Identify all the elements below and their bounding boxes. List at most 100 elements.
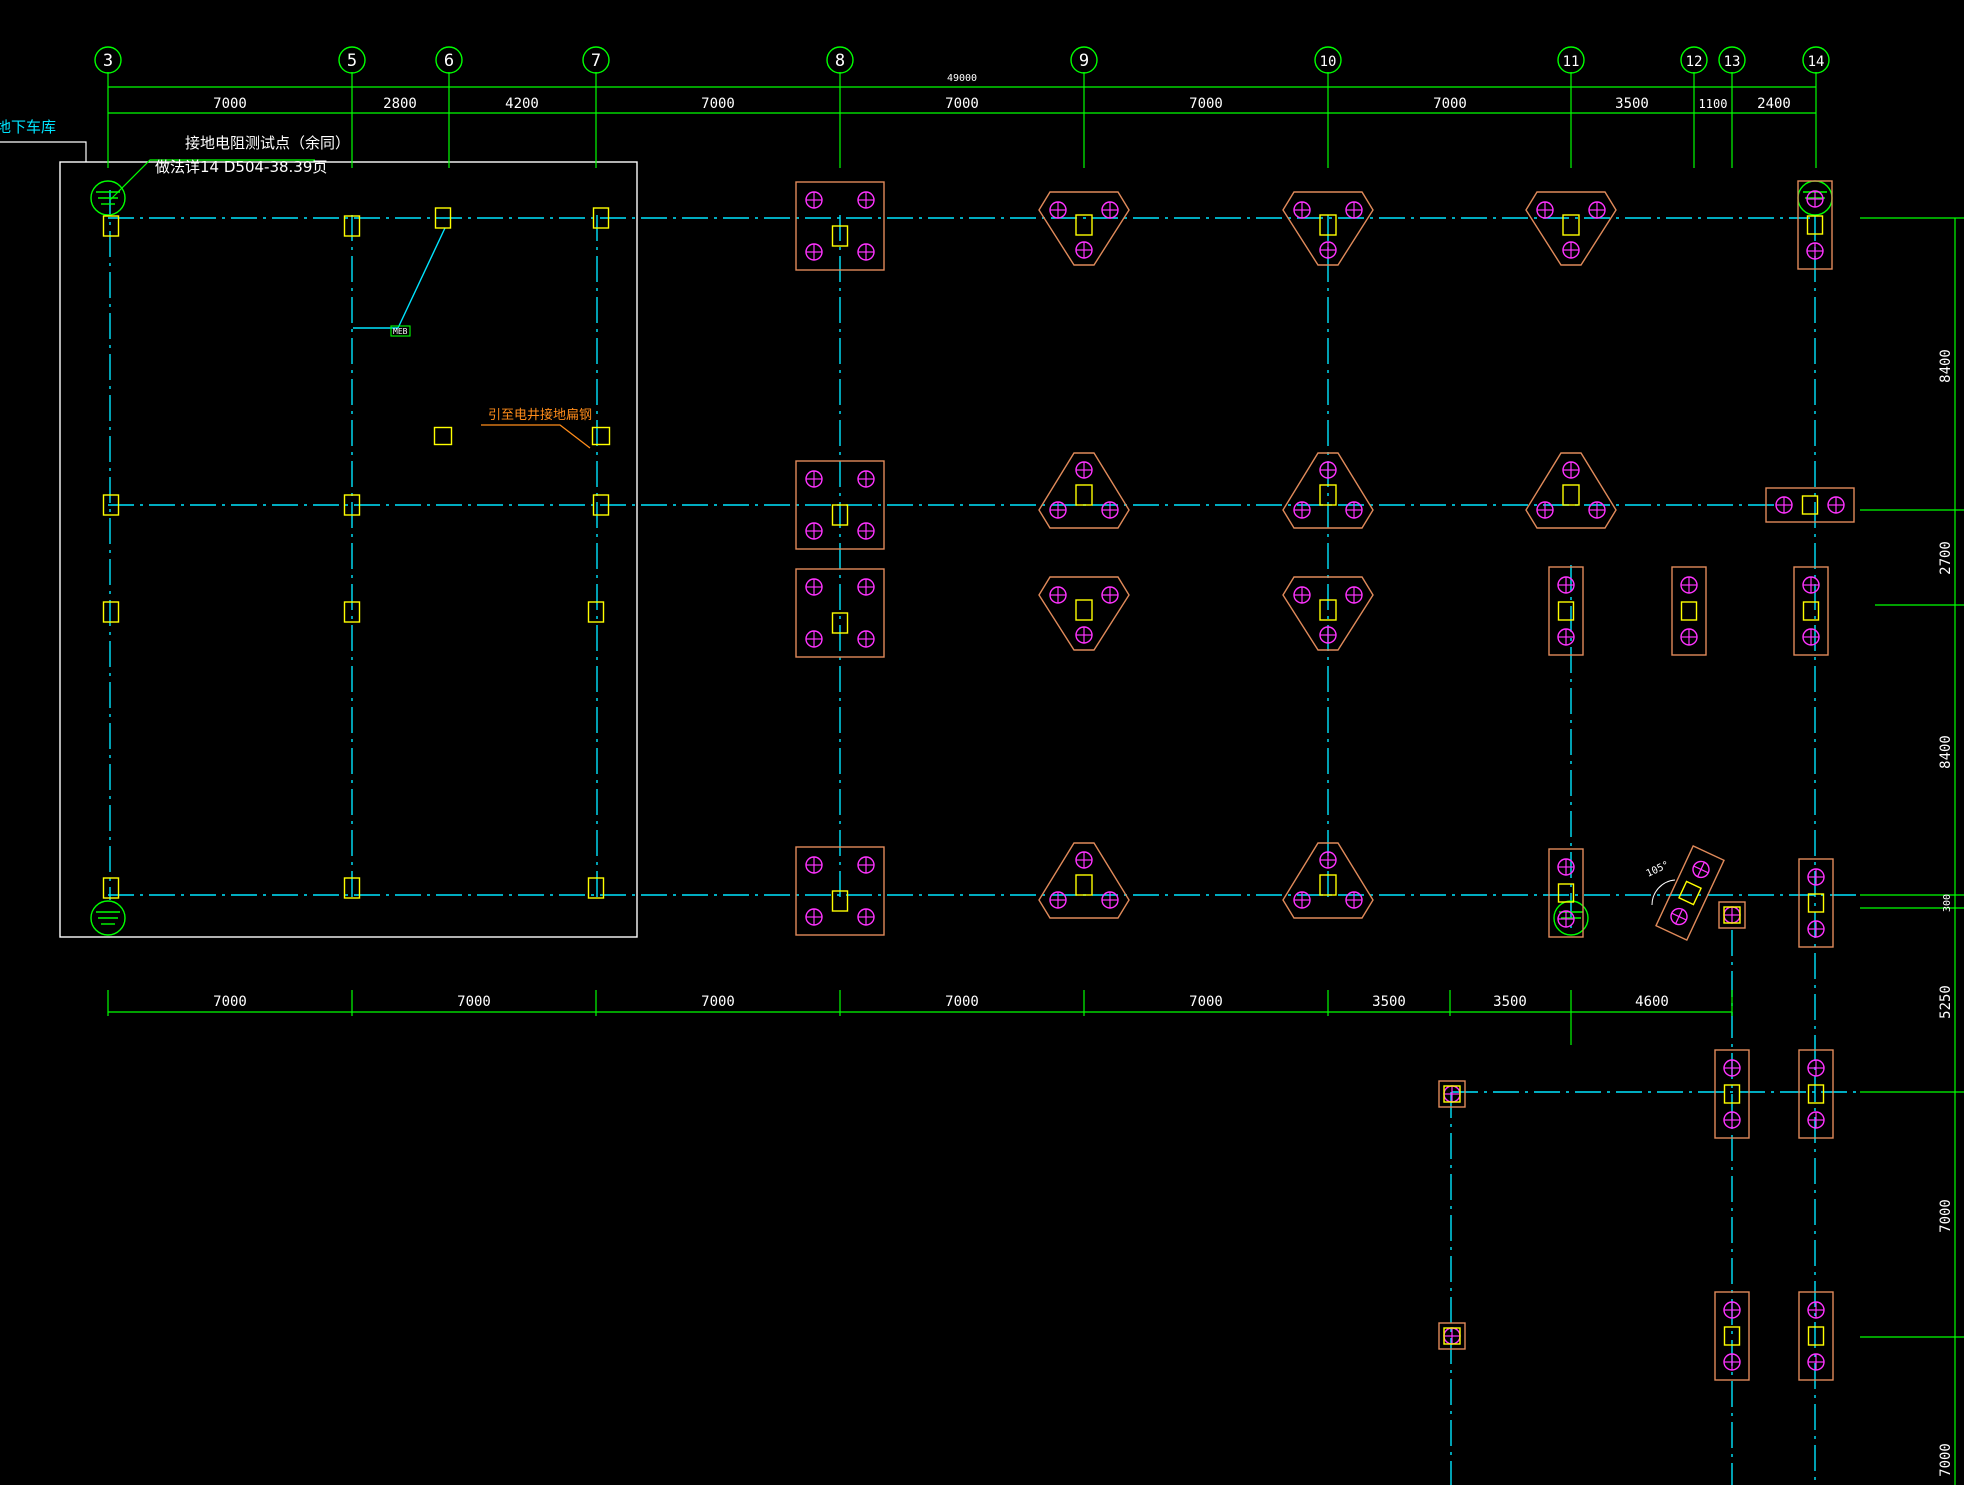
column <box>592 494 610 516</box>
dimension-text: 7000 <box>945 994 979 1010</box>
orange-leader <box>481 424 591 449</box>
cap-outline <box>1671 566 1707 656</box>
column <box>1557 883 1575 903</box>
pile-icon <box>1557 576 1575 594</box>
top-dimension-chain <box>107 72 1817 168</box>
pile-icon <box>1049 586 1067 604</box>
pile-icon <box>857 191 875 209</box>
dimension-text: 2700 <box>1938 541 1954 575</box>
dimension-text: 7000 <box>457 994 491 1010</box>
column <box>1075 599 1093 621</box>
pile-icon <box>1557 858 1575 876</box>
cap-outline <box>1438 1322 1466 1350</box>
cap-outline <box>795 181 885 271</box>
pile-icon <box>1101 891 1119 909</box>
pile-cap-3 <box>1038 576 1130 651</box>
pile-icon <box>1680 576 1698 594</box>
pile-icon <box>1588 201 1606 219</box>
column <box>1443 1327 1461 1345</box>
dimension-text: 3500 <box>1615 96 1649 112</box>
pile-icon <box>1807 1059 1825 1077</box>
axis-label: 8 <box>835 51 845 71</box>
cap-outline <box>1038 452 1130 529</box>
column <box>831 890 849 912</box>
note-leaders <box>109 159 315 201</box>
meb-label: MEB <box>393 327 408 336</box>
pile-icon <box>1293 201 1311 219</box>
pile-icon <box>1536 501 1554 519</box>
dimension-text: 7000 <box>213 994 247 1010</box>
cap-outline <box>1038 576 1130 651</box>
axis-bubble: 3 <box>94 46 122 74</box>
pile-icon <box>1680 628 1698 646</box>
axis-bubble: 13 <box>1718 46 1746 74</box>
dimension-text: 3500 <box>1372 994 1406 1010</box>
axis-label: 9 <box>1079 51 1089 71</box>
pile-cap-2 <box>1548 848 1584 938</box>
pile-icon <box>1075 461 1093 479</box>
column <box>591 426 611 446</box>
lead-to-well-note: 引至电井接地扁钢 <box>488 407 592 423</box>
pile-cap-2 <box>1765 487 1855 523</box>
pile-caps <box>795 180 1855 1381</box>
pile-icon <box>857 522 875 540</box>
cap-outline <box>1714 1291 1750 1381</box>
cap-outline <box>1038 191 1130 266</box>
dimension-text: 7000 <box>701 96 735 112</box>
dimension-text: 8400 <box>1938 349 1954 383</box>
column <box>1075 874 1093 896</box>
pile-icon <box>1562 461 1580 479</box>
column <box>102 877 120 899</box>
axis-label: 10 <box>1320 54 1337 70</box>
column <box>1678 880 1702 906</box>
column <box>1807 1084 1825 1104</box>
dimension-text: 7000 <box>1433 96 1467 112</box>
cap-outline <box>1765 487 1855 523</box>
pile-cap-3 <box>1038 191 1130 266</box>
column <box>1319 874 1337 896</box>
dimension-text: 300 <box>1942 894 1953 912</box>
cap-outline <box>1282 576 1374 651</box>
cap-outline <box>1798 1291 1834 1381</box>
dimension-text: 7000 <box>1938 1199 1954 1233</box>
cap-outline <box>1282 452 1374 529</box>
pile-icon <box>1049 501 1067 519</box>
pile-icon <box>1557 628 1575 646</box>
cap-outline <box>1798 1049 1834 1139</box>
dimension-text: 1100 <box>1699 97 1728 111</box>
pile-cap-3 <box>1038 452 1130 529</box>
pile-cap-3 <box>1282 191 1374 266</box>
pile-cap-2 <box>1798 1291 1834 1381</box>
column <box>102 215 120 237</box>
cap-outline <box>795 460 885 550</box>
dimension-text: 3500 <box>1493 994 1527 1010</box>
pile-icon <box>1319 461 1337 479</box>
bottom-dimension-chain <box>107 990 1733 1045</box>
dimension-text: 2400 <box>1757 96 1791 112</box>
pile-icon <box>1827 496 1845 514</box>
pile-cross-v <box>1675 909 1683 925</box>
cap-outline <box>1655 845 1725 941</box>
column <box>1562 484 1580 506</box>
pile-cap-rotated <box>1655 845 1725 941</box>
test-point-icon <box>90 180 126 216</box>
column <box>1557 601 1575 621</box>
pile-icon <box>805 578 823 596</box>
column <box>1680 601 1698 621</box>
pile-icon <box>1723 1353 1741 1371</box>
pile-icon <box>805 908 823 926</box>
test-point-detail-note: 做法详14 D504-38.39页 <box>155 158 327 176</box>
cap-outline <box>1282 191 1374 266</box>
column <box>1802 601 1820 621</box>
column <box>434 207 452 229</box>
axis-bubble: 7 <box>582 46 610 74</box>
column <box>1807 1326 1825 1346</box>
pile-cap-4 <box>795 846 885 936</box>
axis-bubble: 8 <box>826 46 854 74</box>
cap-outline <box>795 846 885 936</box>
dimension-text: 7000 <box>1938 1443 1954 1477</box>
pile-icon <box>805 522 823 540</box>
pile-icon <box>1536 201 1554 219</box>
pile-icon <box>1101 501 1119 519</box>
